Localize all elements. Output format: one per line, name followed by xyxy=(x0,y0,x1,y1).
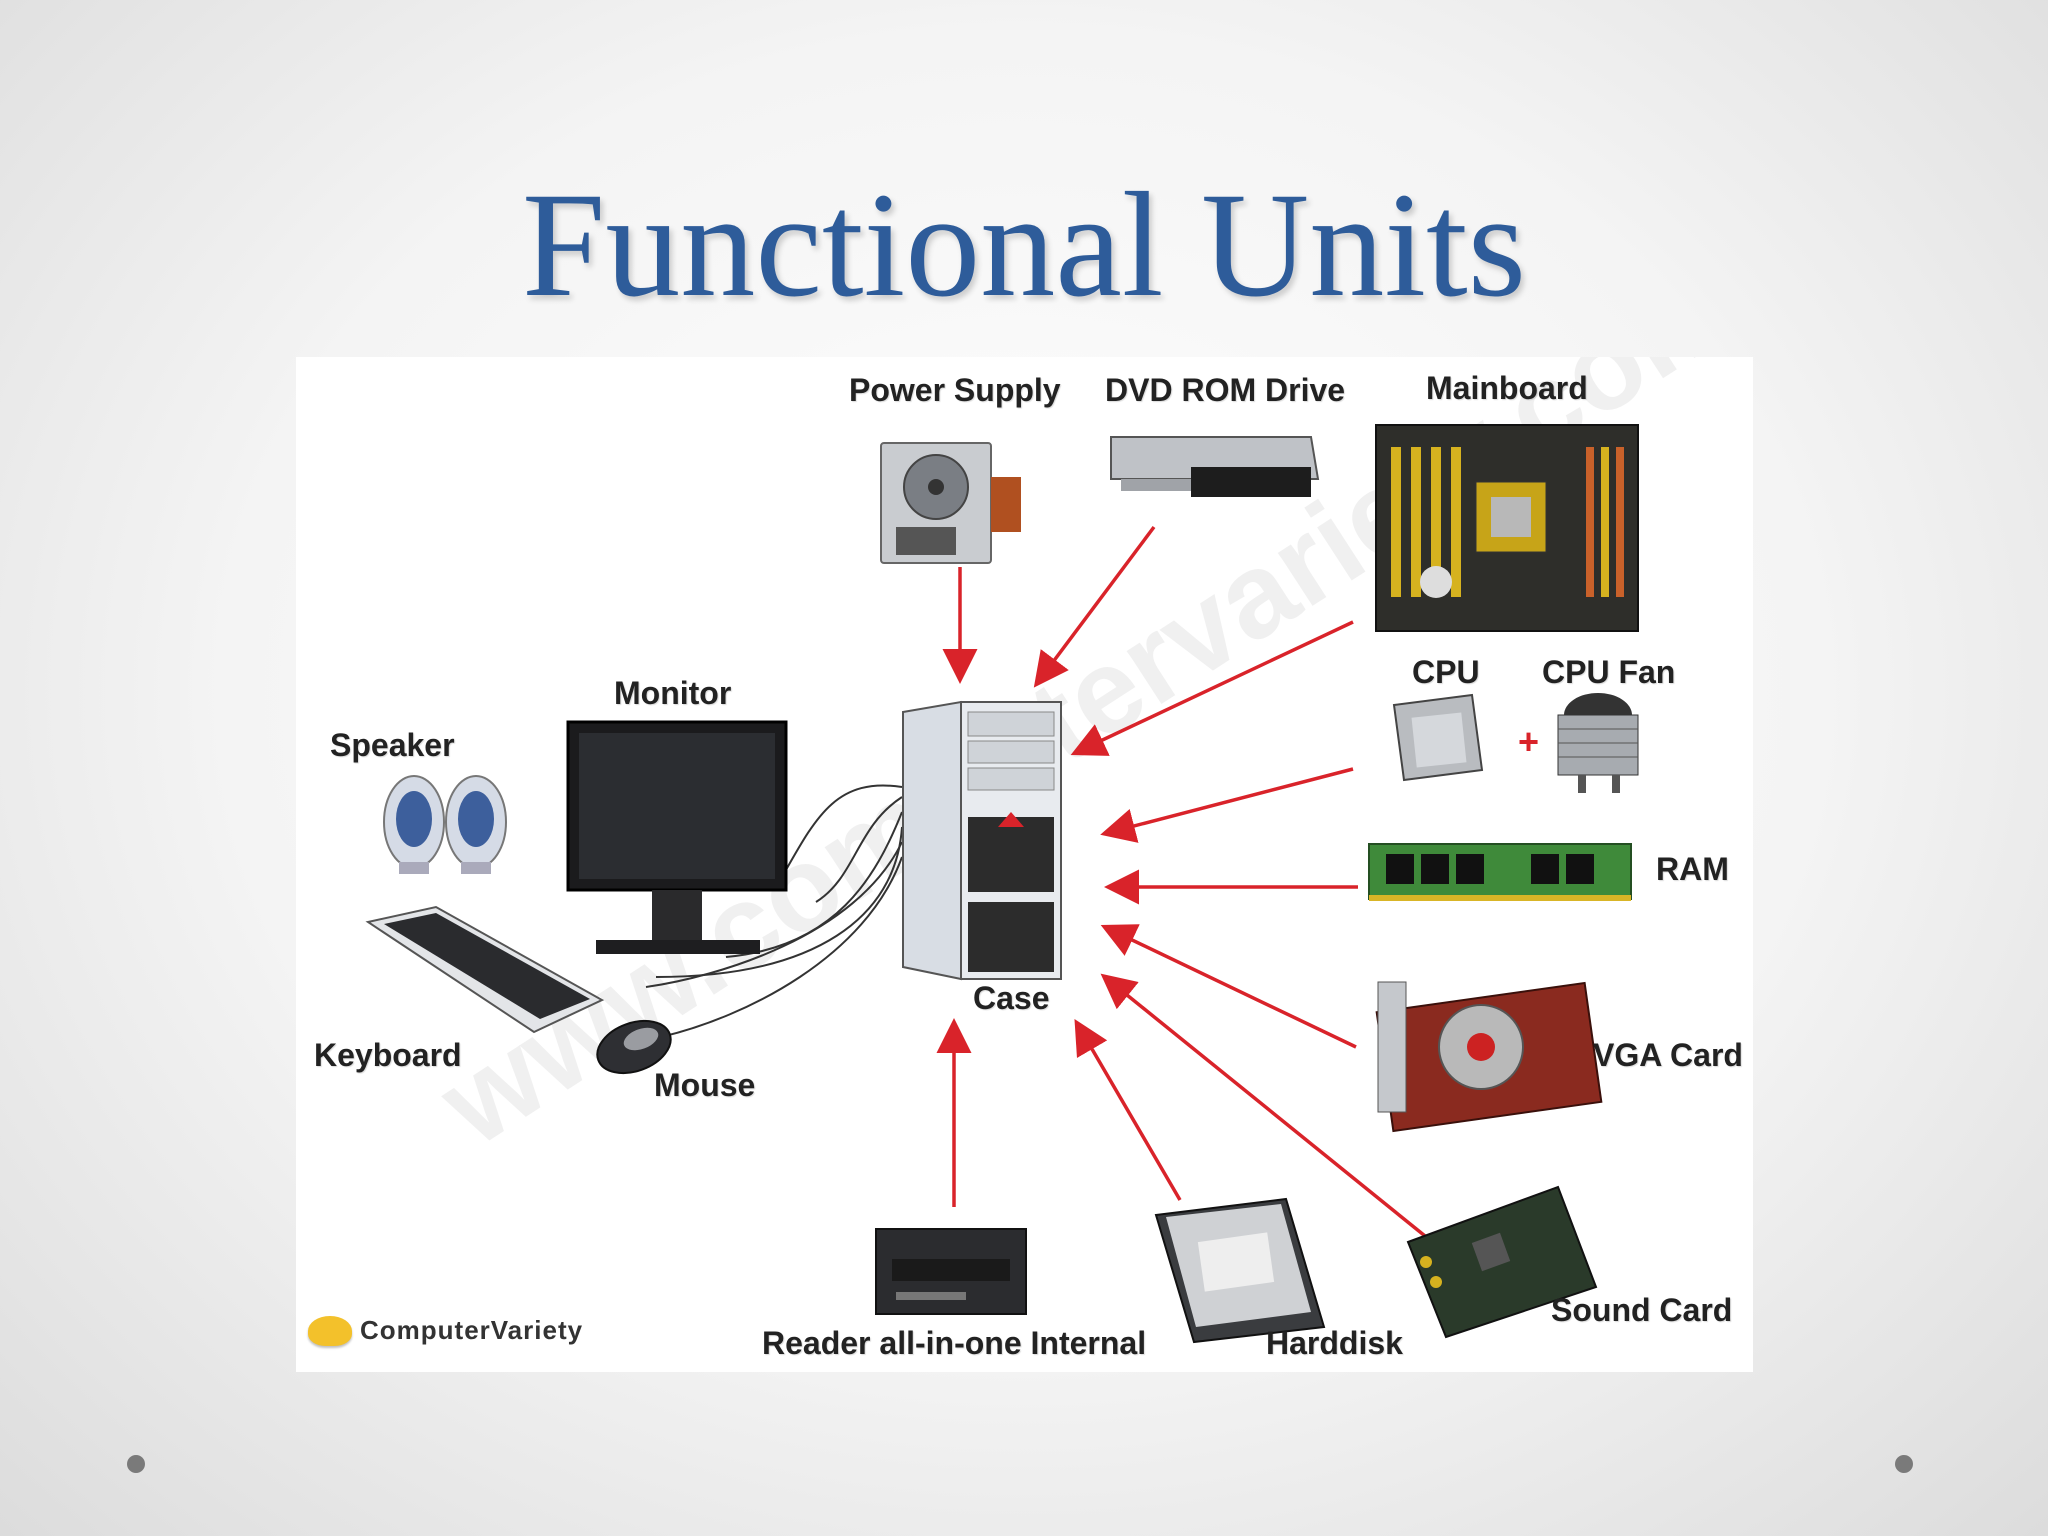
label-speaker: Speaker xyxy=(330,727,455,763)
cpu-image xyxy=(1392,693,1484,782)
arrow-sound xyxy=(1100,973,1432,1242)
keyboard-image xyxy=(365,905,605,1034)
label-monitor: Monitor xyxy=(614,675,732,711)
arrows xyxy=(936,525,1432,1242)
label-case: Case xyxy=(973,980,1050,1016)
label-sound-card: Sound Card xyxy=(1551,1292,1733,1328)
logo-icon xyxy=(308,1315,352,1346)
functional-units-diagram: www.computervariety.com xyxy=(296,357,1753,1372)
label-reader: Reader all-in-one Internal xyxy=(762,1325,1147,1361)
label-keyboard: Keyboard xyxy=(314,1037,462,1073)
ram-image xyxy=(1368,843,1632,901)
arrow-mainboard xyxy=(1070,620,1354,756)
cpu-fan-image xyxy=(1557,693,1639,793)
sound-card-image xyxy=(1406,1185,1598,1339)
computervariety-logo: ComputerVariety xyxy=(308,1315,583,1346)
mainboard-image xyxy=(1375,424,1639,632)
label-harddisk: Harddisk xyxy=(1266,1325,1403,1361)
label-dvd-rom-drive: DVD ROM Drive xyxy=(1105,372,1346,408)
harddisk-image xyxy=(1154,1197,1326,1344)
power-supply-image xyxy=(880,442,1021,564)
plus-sign: + xyxy=(1518,721,1539,762)
label-cpu: CPU xyxy=(1412,654,1480,690)
slide-title: Functional Units xyxy=(521,162,1527,328)
speaker-image xyxy=(383,775,507,874)
label-mainboard: Mainboard xyxy=(1426,370,1588,406)
slide-bullet-right xyxy=(1895,1455,1913,1473)
arrow-cpu xyxy=(1100,767,1354,843)
label-mouse: Mouse xyxy=(654,1067,756,1103)
mouse-image xyxy=(596,1019,672,1075)
vga-card-image xyxy=(1375,981,1603,1133)
label-cpu-fan: CPU Fan xyxy=(1542,654,1676,690)
label-ram: RAM xyxy=(1656,851,1729,887)
reader-image xyxy=(875,1228,1027,1315)
arrow-dvd-rom xyxy=(1033,525,1156,688)
slide-bullet-left xyxy=(127,1455,145,1473)
monitor-image xyxy=(566,720,788,954)
label-vga-card: VGA Card xyxy=(1593,1037,1743,1073)
arrow-harddisk xyxy=(1074,1018,1182,1201)
arrow-vga xyxy=(1100,924,1357,1049)
logo-text: ComputerVariety xyxy=(360,1315,584,1345)
cables xyxy=(645,784,903,1038)
case-image xyxy=(902,700,1062,981)
diagram-graphics: + xyxy=(365,424,1639,1344)
dvd-rom-image xyxy=(1110,436,1320,497)
label-power-supply: Power Supply xyxy=(849,372,1061,408)
